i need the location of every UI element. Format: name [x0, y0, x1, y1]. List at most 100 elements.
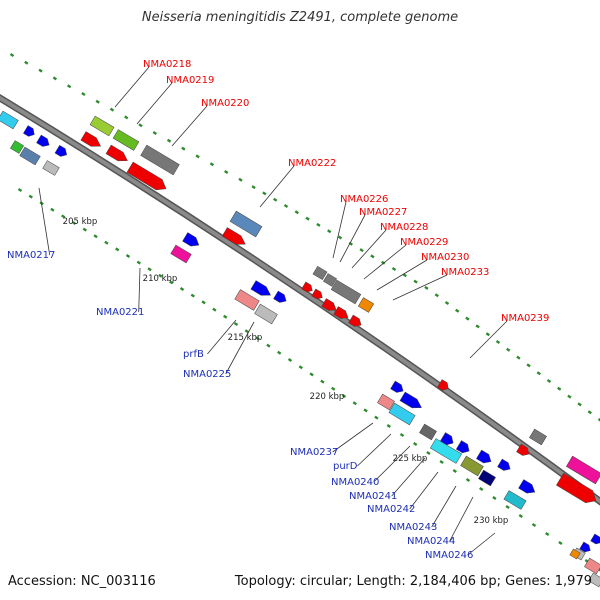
- label-leader: [38, 187, 51, 256]
- gene-features: [0, 110, 600, 588]
- gene-arrow: [301, 281, 313, 293]
- gene-feature: [234, 289, 260, 311]
- gene-label-blue: NMA0221: [96, 307, 144, 318]
- genome-backbone-edge: [0, 93, 600, 506]
- gene-feature: [390, 380, 404, 393]
- tick-mark: [212, 307, 217, 312]
- tick-mark: [233, 322, 239, 326]
- label-leader: [171, 105, 208, 147]
- tick-mark: [597, 418, 600, 422]
- tick-mark: [158, 273, 163, 278]
- tick-mark: [370, 254, 375, 259]
- tick-mark: [38, 68, 43, 73]
- label-leader: [469, 320, 508, 359]
- label-leader: [339, 214, 366, 263]
- gene-label-red: NMA0220: [201, 98, 249, 109]
- gene-box: [565, 455, 600, 485]
- tick-mark: [262, 191, 267, 196]
- gene-arrow: [439, 432, 454, 446]
- tick-mark: [50, 207, 55, 212]
- gene-feature: [19, 146, 41, 166]
- tick-mark: [587, 410, 592, 415]
- tick-mark: [381, 260, 386, 265]
- gene-box: [569, 548, 581, 560]
- gene-label-blue: NMA0217: [7, 250, 55, 261]
- gene-feature: [516, 443, 530, 456]
- label-leader: [225, 321, 255, 375]
- gene-arrow: [516, 443, 530, 456]
- gene-label-blue: NMA0243: [389, 522, 437, 533]
- tick-mark: [424, 285, 429, 290]
- tick-mark: [244, 329, 249, 334]
- gene-feature: [36, 134, 50, 147]
- tick-mark: [294, 210, 299, 215]
- gene-feature: [250, 280, 271, 296]
- gene-feature: [323, 273, 337, 287]
- gene-label-red: NMA0228: [380, 222, 428, 233]
- tick-mark: [223, 314, 228, 319]
- scale-label: 205 kbp: [63, 217, 98, 227]
- gene-feature: [569, 548, 581, 560]
- tick-mark: [399, 433, 405, 437]
- tick-mark: [95, 99, 100, 104]
- gene-label-blue: NMA0241: [349, 491, 397, 502]
- tick-mark: [359, 248, 364, 253]
- gene-box: [323, 273, 337, 287]
- tick-mark: [567, 394, 572, 399]
- gene-box: [478, 469, 496, 487]
- gene-arrow: [399, 391, 422, 409]
- tick-mark: [391, 267, 397, 271]
- gene-arrow: [437, 379, 449, 391]
- tick-mark: [147, 267, 152, 272]
- gene-feature: [80, 131, 101, 147]
- tick-mark: [352, 401, 357, 406]
- gene-feature: [182, 232, 200, 247]
- tick-mark: [52, 76, 58, 81]
- label-leader: [357, 433, 392, 467]
- gene-feature: [439, 432, 454, 446]
- gene-arrow: [311, 288, 323, 300]
- gene-label-red: NMA0222: [288, 158, 336, 169]
- gene-box: [112, 129, 140, 151]
- gene-feature: [476, 449, 492, 464]
- gene-box: [419, 423, 437, 441]
- gene-feature: [333, 306, 349, 319]
- tick-mark: [465, 478, 471, 482]
- gene-feature: [229, 210, 263, 238]
- tick-mark: [465, 316, 470, 321]
- tick-mark: [545, 532, 550, 536]
- tick-mark: [238, 177, 243, 182]
- gene-arrow: [23, 125, 35, 137]
- label-leader: [207, 319, 237, 355]
- tick-mark: [82, 227, 87, 232]
- tick-mark: [277, 350, 282, 355]
- gene-box: [357, 297, 375, 313]
- genome-summary-text: Topology: circular; Length: 2,184,406 bp…: [234, 574, 592, 589]
- gene-arrow: [250, 280, 271, 296]
- label-leader: [363, 244, 407, 280]
- tick-mark: [298, 365, 303, 370]
- tick-mark: [536, 371, 541, 376]
- gene-arrow: [321, 298, 337, 311]
- gene-arrow: [518, 479, 536, 494]
- tick-mark: [124, 115, 129, 120]
- gene-feature: [0, 110, 19, 130]
- scale-label: 210 kbp: [143, 274, 178, 284]
- gene-feature: [518, 479, 536, 494]
- gene-feature: [460, 455, 484, 477]
- tick-mark: [374, 415, 379, 420]
- tick-mark: [152, 131, 157, 135]
- gene-box: [503, 490, 527, 510]
- gene-feature: [273, 290, 287, 303]
- gene-feature: [357, 297, 375, 313]
- label-leader: [409, 471, 439, 510]
- label-leader: [391, 457, 426, 497]
- tick-mark: [320, 379, 325, 384]
- gene-feature: [455, 440, 470, 454]
- label-leader: [138, 267, 141, 313]
- gene-arrow: [80, 131, 101, 147]
- gene-box: [584, 557, 600, 575]
- gene-feature: [89, 115, 115, 137]
- label-leaders: [38, 66, 508, 556]
